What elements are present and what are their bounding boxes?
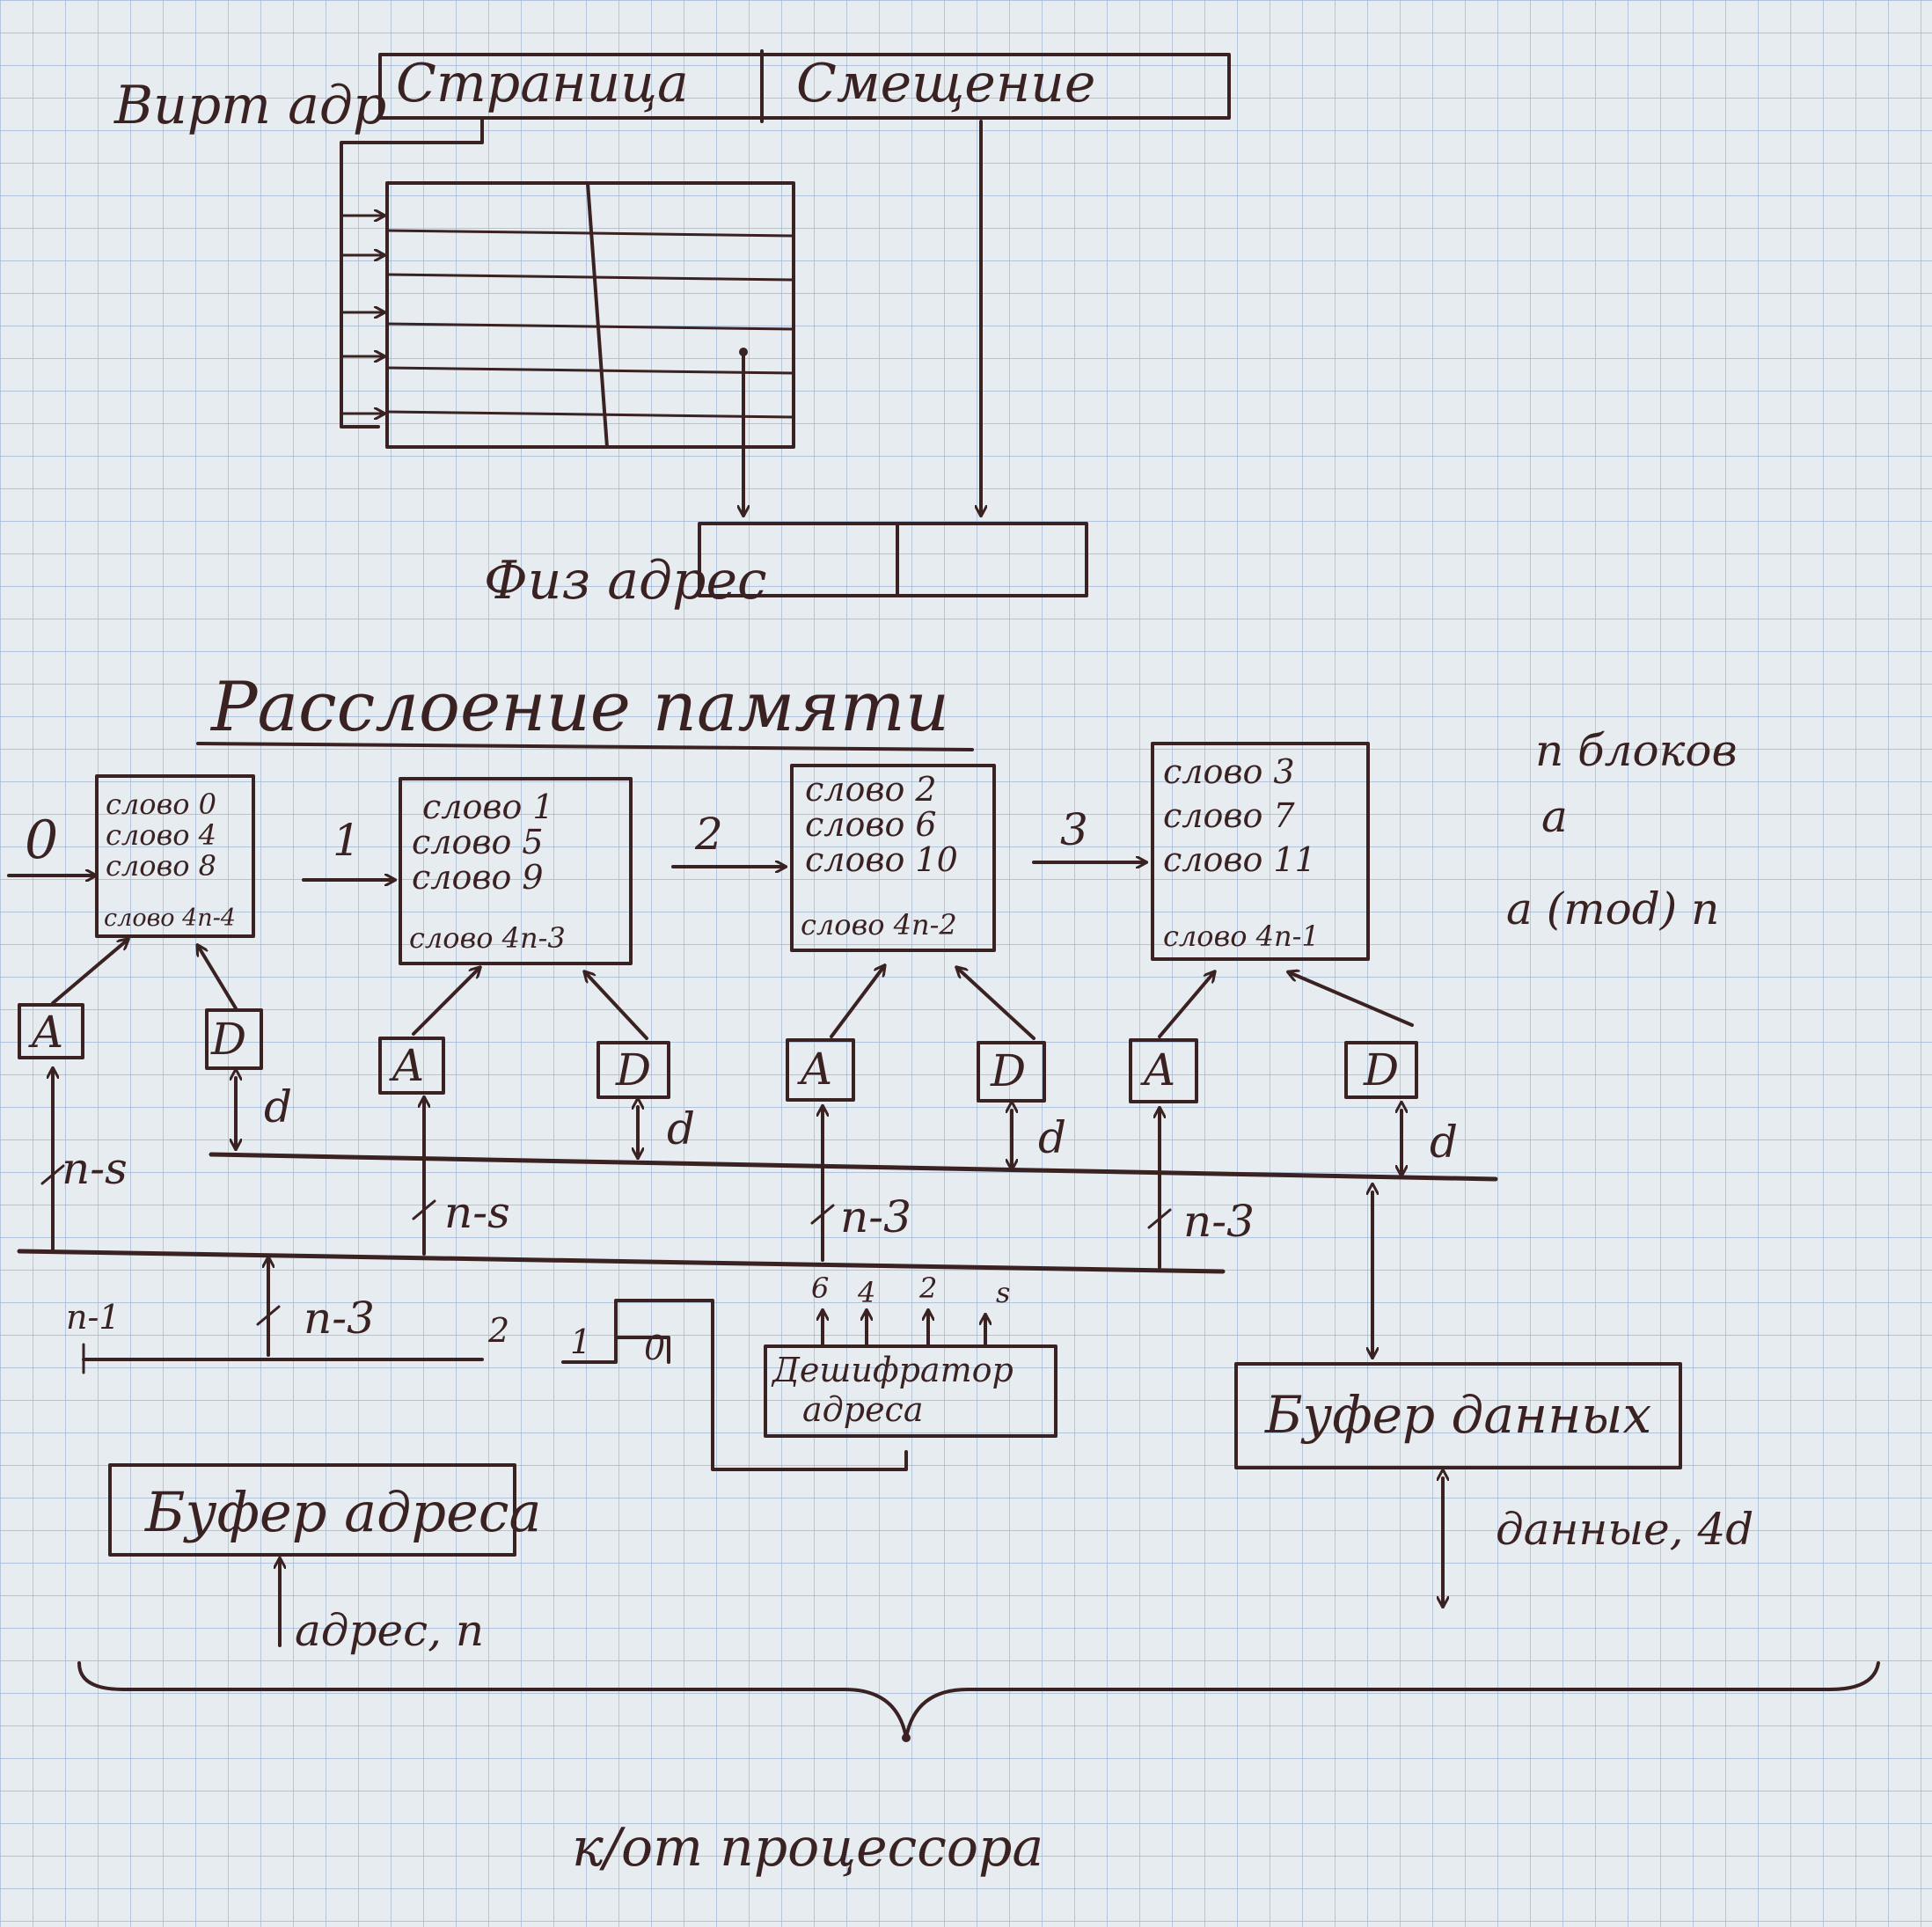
svg-text:A: A [797, 1044, 832, 1095]
bank2-word-1: слово 6 [805, 805, 937, 844]
svg-text:A: A [389, 1040, 424, 1091]
bank3-input-label: 3 [1060, 804, 1088, 855]
low-bits-to-decoder-route [614, 1299, 908, 1471]
bank3-word-1: слово 7 [1163, 796, 1295, 835]
bank0-input-label: 0 [25, 810, 58, 871]
bank3-word-0: слово 3 [1163, 752, 1295, 791]
svg-text:адреса: адреса [802, 1390, 924, 1429]
svg-text:n-3: n-3 [840, 1191, 911, 1242]
memory-bank-2: слово 2 слово 6 слово 10 слово 4n-2 [790, 764, 996, 952]
svg-text:d: d [1430, 1117, 1458, 1168]
bank0-word-1: слово 4 [106, 818, 216, 852]
note-n-blocks: n блоков [1535, 725, 1738, 776]
bank0-data-arrow [198, 946, 238, 1010]
bank3-address-register: A [1129, 1038, 1198, 1103]
svg-text:6: 6 [811, 1271, 829, 1305]
svg-text:0: 0 [644, 1329, 665, 1367]
table-index-arrows [340, 216, 384, 414]
svg-text:A: A [28, 1007, 63, 1058]
svg-text:D: D [1363, 1044, 1399, 1095]
svg-text:D: D [615, 1044, 651, 1095]
bank2-word-2: слово 10 [805, 840, 958, 879]
bank1-word-last: слово 4n-3 [409, 921, 566, 955]
bank1-address-register: A [378, 1037, 445, 1095]
bank1-word-2: слово 9 [412, 858, 544, 897]
address-decoder: Дешифратор адреса [764, 1345, 1057, 1438]
bank3-data-register: D [1344, 1041, 1418, 1099]
bank1-data-arrow [585, 972, 648, 1040]
address-bus [17, 1249, 1226, 1274]
physical-address-label: Физ адрес [484, 550, 767, 612]
decoder-select-lines: 6 4 2 s [811, 1271, 1010, 1346]
bank2-address-arrow [830, 966, 884, 1038]
title-underline [196, 742, 974, 751]
bank3-word-2: слово 11 [1163, 840, 1316, 879]
virtual-address-label: Вирт адр [113, 75, 386, 136]
bank1-word-1: слово 5 [412, 823, 544, 861]
page-table [385, 181, 795, 449]
bank3-word-last: слово 4n-1 [1163, 920, 1320, 953]
bank2-address-register: A [786, 1038, 855, 1102]
virtual-address-register: Вирт адр Страница Смещение [113, 49, 1231, 136]
note-a-mod-n: a (mod) n [1506, 883, 1719, 934]
svg-text:d: d [1038, 1112, 1066, 1163]
svg-text:n-3: n-3 [304, 1293, 375, 1344]
frame-tap-dot [739, 348, 748, 356]
bank3-data-arrow [1289, 972, 1414, 1027]
svg-text:n-3: n-3 [1183, 1196, 1255, 1247]
bank0-word-2: слово 8 [106, 849, 216, 883]
address-input-label: адрес, n [295, 1605, 484, 1656]
data-output-label: данные, 4d [1496, 1504, 1753, 1555]
svg-text:4: 4 [857, 1276, 875, 1309]
diagram-title: Расслоение памяти [209, 668, 949, 747]
bank2-data-arrow [957, 968, 1036, 1040]
svg-text:2: 2 [487, 1311, 509, 1350]
page-to-table-route [340, 118, 484, 429]
data-bus-taps: d d d d [236, 1078, 1458, 1175]
svg-text:1: 1 [570, 1323, 591, 1361]
svg-text:n-1: n-1 [66, 1298, 121, 1337]
bank0-word-0: слово 0 [106, 788, 216, 821]
svg-text:n-s: n-s [444, 1187, 510, 1238]
bank0-word-last: слово 4n-4 [104, 905, 236, 932]
address-buffer: Буфер адреса [108, 1463, 541, 1557]
address-bus-taps: n-s n-s n-3 n-3 [40, 1069, 1255, 1269]
svg-text:A: A [1140, 1044, 1175, 1095]
bank0-data-register: D [205, 1008, 263, 1070]
brace-tip-dot [902, 1733, 911, 1742]
svg-text:Буфер адреса: Буфер адреса [144, 1480, 541, 1544]
svg-text:n-s: n-s [62, 1143, 128, 1194]
bank0-address-arrow [51, 940, 128, 1005]
memory-bank-0: слово 0 слово 4 слово 8 слово 4n-4 [95, 774, 255, 938]
bank1-input-label: 1 [333, 815, 361, 866]
bank2-input-label: 2 [694, 809, 723, 860]
bank2-word-last: слово 4n-2 [801, 908, 957, 942]
svg-text:s: s [996, 1276, 1010, 1309]
memory-bank-1: слово 1 слово 5 слово 9 слово 4n-3 [399, 777, 633, 965]
bank0-address-register: A [18, 1003, 84, 1059]
processor-label: к/от процессора [572, 1817, 1043, 1879]
svg-text:d: d [264, 1081, 292, 1132]
bank1-word-0: слово 1 [422, 788, 554, 826]
svg-text:D: D [210, 1014, 246, 1065]
note-a: a [1541, 791, 1568, 842]
data-buffer: Буфер данных [1234, 1362, 1682, 1469]
svg-text:D: D [990, 1045, 1026, 1096]
svg-text:Буфер данных: Буфер данных [1264, 1385, 1651, 1445]
svg-text:Дешифратор: Дешифратор [771, 1351, 1014, 1389]
bank3-address-arrow [1158, 972, 1214, 1038]
offset-field-label: Смещение [796, 53, 1095, 114]
bank2-word-0: слово 2 [805, 770, 937, 809]
page-field-label: Страница [396, 53, 689, 114]
physical-address-register: Физ адрес [484, 522, 1088, 612]
svg-text:2: 2 [918, 1271, 937, 1305]
bank1-address-arrow [412, 968, 479, 1036]
memory-bank-3: слово 3 слово 7 слово 11 слово 4n-1 [1151, 742, 1370, 961]
svg-text:d: d [667, 1103, 695, 1154]
